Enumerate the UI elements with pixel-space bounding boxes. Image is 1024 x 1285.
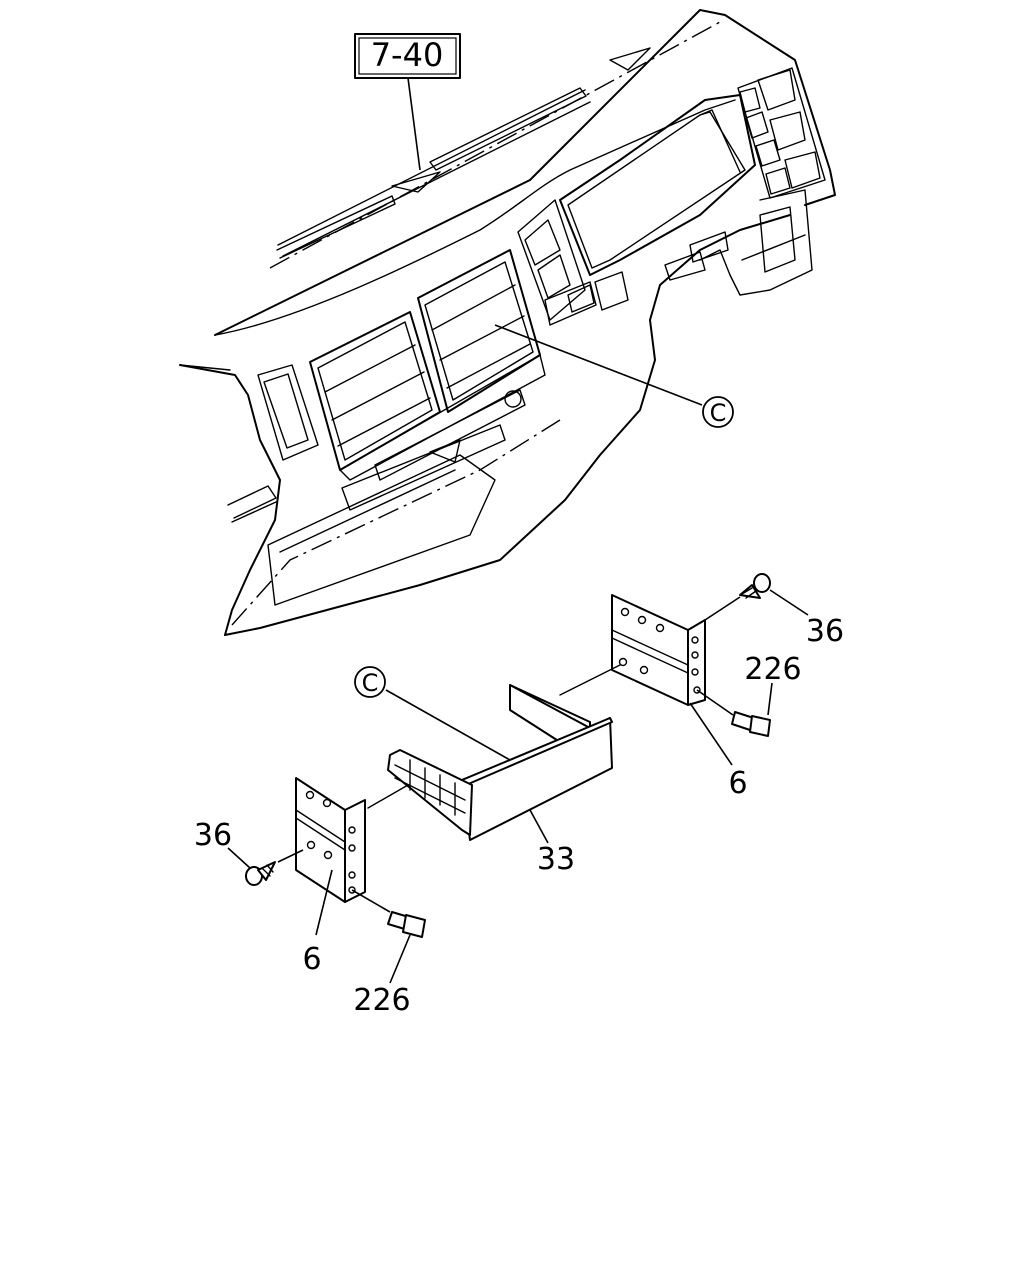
callout-c-lower-label: C [362,669,379,697]
callout-6-right: 6 [728,766,747,801]
bolt-226-left: 226 [351,889,426,1018]
bracket-right [611,594,706,706]
bolt-226-right: 226 [696,652,802,737]
grille [387,749,473,836]
screw-36-right: 36 [704,573,844,649]
tray-33 [461,664,621,841]
callout-c-lower: C [354,666,511,761]
reference-box: 7-40 [354,33,461,171]
callout-36-right: 36 [806,614,844,649]
callout-c-upper: C [494,324,734,428]
callout-6-left: 6 [302,942,321,977]
dashboard-panel [179,9,836,636]
callout-33: 33 [537,842,575,877]
callout-226-left: 226 [353,983,410,1018]
callout-226-right: 226 [744,652,801,687]
bracket-left [295,777,409,903]
callout-36-left: 36 [194,818,232,853]
reference-box-label: 7-40 [371,36,444,74]
screw-36-left: 36 [194,818,304,886]
callout-c-upper-label: C [710,399,727,427]
